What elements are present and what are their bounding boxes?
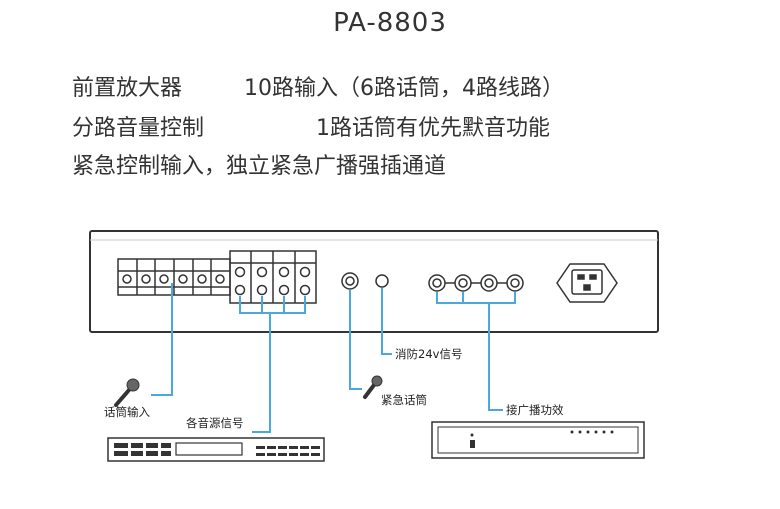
emergency-mic-wire	[349, 290, 362, 390]
connection-wires	[151, 283, 516, 433]
emergency-microphone-icon	[363, 375, 383, 399]
feature-1-detail: 10路输入（6路话筒，4路线路）	[244, 76, 564, 101]
power-amp-wire	[488, 303, 503, 411]
fire-24v-label: 消防24v信号	[395, 347, 462, 361]
source-signal-label: 各音源信号	[186, 416, 244, 430]
output-jacks	[428, 274, 524, 292]
power-socket	[556, 263, 618, 303]
mic-terminal-block	[117, 258, 231, 296]
feature-1-label: 前置放大器	[72, 76, 183, 101]
power-amplifier	[431, 421, 645, 459]
feature-2-label: 分路音量控制	[72, 116, 205, 141]
unit-rear-panel	[89, 230, 659, 333]
fire-signal-wire	[381, 288, 392, 355]
fire-signal-jack	[375, 274, 389, 288]
feature-2-detail: 1路话筒有优先默音功能	[316, 116, 550, 141]
microphone-icon	[114, 378, 140, 407]
page-title: PA-8803	[333, 8, 447, 38]
feature-3-label: 紧急控制输入，独立紧急广播强插通道	[72, 154, 447, 179]
line-input-rca-block	[229, 250, 317, 304]
source-signal-wire	[252, 313, 271, 433]
audio-source-device	[107, 437, 325, 462]
power-amp-label: 接广播功效	[506, 403, 564, 417]
emergency-mic-jack	[341, 272, 359, 290]
mic-input-wire	[151, 283, 173, 396]
mic-input-label: 话筒输入	[104, 405, 150, 419]
emergency-mic-label: 紧急话筒	[381, 393, 427, 407]
